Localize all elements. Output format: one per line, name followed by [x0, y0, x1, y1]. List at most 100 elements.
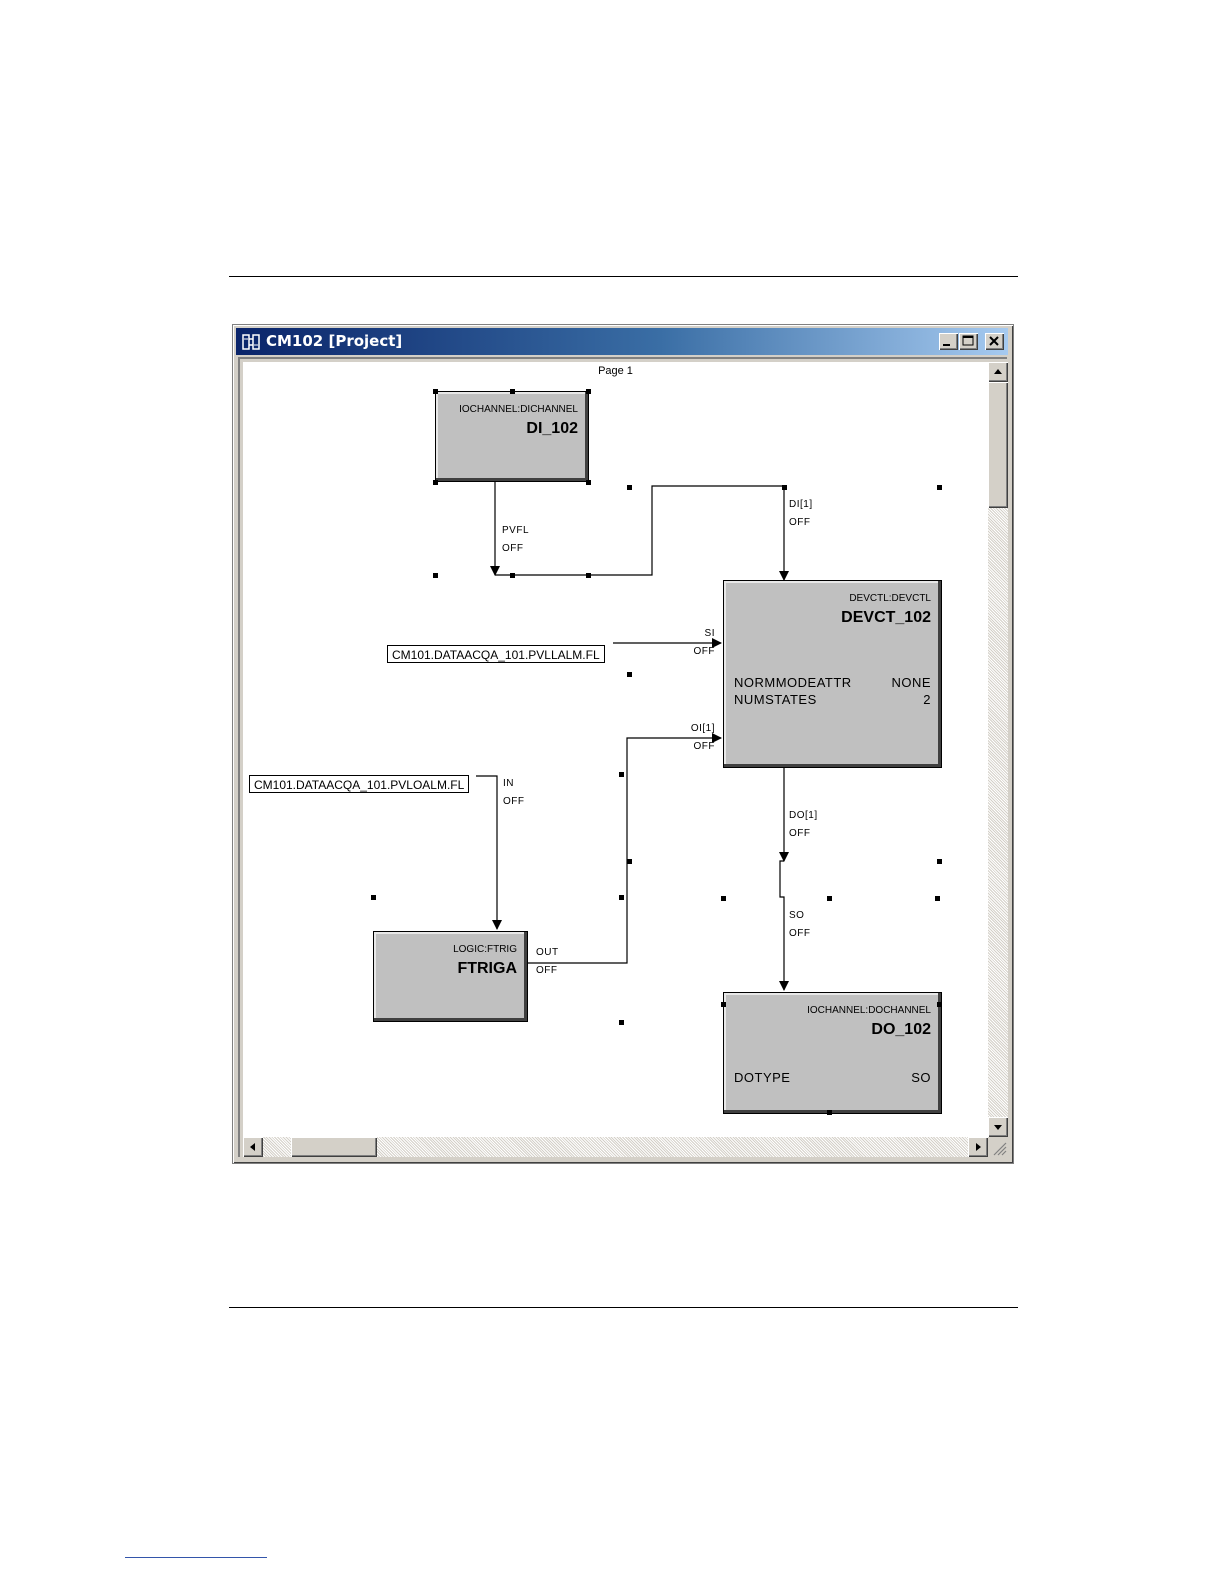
close-icon — [985, 333, 1004, 350]
wire-di1[interactable] — [495, 486, 784, 580]
footnote-rule — [125, 1557, 267, 1558]
pin-in[interactable]: IN OFF — [503, 775, 525, 811]
maximize-icon — [959, 333, 978, 350]
pin-name: OI[1] — [673, 720, 715, 738]
param-value: SO — [911, 1070, 931, 1085]
block-devct-102[interactable]: DEVCTL:DEVCTL DEVCT_102 NORMMODEATTR NON… — [723, 580, 942, 768]
param-key: NUMSTATES — [734, 692, 817, 707]
scroll-down-button[interactable] — [988, 1117, 1008, 1137]
arrow-down-icon — [988, 1117, 1008, 1137]
block-type: DEVCTL:DEVCTL — [849, 593, 931, 604]
pin-name: SI — [683, 625, 715, 643]
selection-handle[interactable] — [371, 895, 376, 900]
arrow-left-icon — [243, 1137, 263, 1157]
pin-name: DI[1] — [789, 496, 813, 514]
block-type: LOGIC:FTRIG — [453, 944, 517, 955]
selection-handle[interactable] — [433, 573, 438, 578]
selection-handle[interactable] — [510, 389, 515, 394]
vertical-scrollbar[interactable] — [988, 362, 1008, 1137]
block-ftriga[interactable]: LOGIC:FTRIG FTRIGA — [373, 931, 528, 1022]
horizontal-scrollbar[interactable] — [243, 1137, 988, 1157]
chart-app-icon — [242, 333, 262, 351]
selection-handle[interactable] — [433, 480, 438, 485]
scroll-up-button[interactable] — [988, 362, 1008, 382]
window-title: CM102 [Project] — [266, 332, 402, 350]
selection-handle[interactable] — [937, 859, 942, 864]
pin-name: SO — [789, 907, 811, 925]
selection-handle[interactable] — [586, 480, 591, 485]
selection-handle[interactable] — [937, 1002, 942, 1007]
selection-handle[interactable] — [627, 485, 632, 490]
reference-pvloalm[interactable]: CM101.DATAACQA_101.PVLOALM.FL — [249, 775, 469, 793]
selection-handle[interactable] — [827, 1110, 832, 1115]
vertical-scroll-thumb[interactable] — [988, 382, 1008, 508]
selection-handle[interactable] — [627, 672, 632, 677]
pin-state: OFF — [683, 643, 715, 661]
footer-rule — [229, 1307, 1018, 1308]
pin-oi1[interactable]: OI[1] OFF — [673, 720, 715, 756]
scroll-right-button[interactable] — [968, 1137, 988, 1157]
selection-handle[interactable] — [721, 1002, 726, 1007]
selection-handle[interactable] — [937, 485, 942, 490]
close-button[interactable] — [985, 333, 1004, 350]
pin-out[interactable]: OUT OFF — [536, 944, 559, 980]
maximize-button[interactable] — [959, 333, 978, 350]
wire-so[interactable] — [780, 861, 784, 990]
block-name: DEVCT_102 — [841, 609, 931, 627]
selection-handle[interactable] — [510, 573, 515, 578]
selection-handle[interactable] — [586, 573, 591, 578]
pin-so[interactable]: SO OFF — [789, 907, 811, 943]
selection-handle[interactable] — [935, 896, 940, 901]
block-name: DI_102 — [526, 420, 578, 438]
pin-state: OFF — [789, 925, 811, 943]
block-type: IOCHANNEL:DICHANNEL — [459, 404, 578, 415]
block-name: DO_102 — [871, 1021, 931, 1039]
header-rule — [229, 276, 1018, 277]
arrow-right-icon — [968, 1137, 988, 1157]
reference-pvllalm[interactable]: CM101.DATAACQA_101.PVLLALM.FL — [387, 645, 605, 663]
pin-state: OFF — [502, 540, 529, 558]
param-value: 2 — [923, 692, 931, 707]
pin-state: OFF — [673, 738, 715, 756]
pin-state: OFF — [789, 514, 813, 532]
control-module-window[interactable]: CM102 [Project] Page 1 — [232, 324, 1014, 1164]
block-name: FTRIGA — [457, 960, 517, 978]
selection-handle[interactable] — [586, 389, 591, 394]
selection-handle[interactable] — [433, 389, 438, 394]
pin-do1[interactable]: DO[1] OFF — [789, 807, 818, 843]
pin-name: DO[1] — [789, 807, 818, 825]
param-key: DOTYPE — [734, 1070, 790, 1085]
selection-handle[interactable] — [627, 859, 632, 864]
scroll-left-button[interactable] — [243, 1137, 263, 1157]
pin-name: PVFL — [502, 522, 529, 540]
resize-grip[interactable] — [988, 1137, 1008, 1157]
param-key: NORMMODEATTR — [734, 675, 852, 690]
wire-in[interactable] — [476, 776, 497, 929]
pin-state: OFF — [536, 962, 559, 980]
pin-di1[interactable]: DI[1] OFF — [789, 496, 813, 532]
selection-handle[interactable] — [827, 896, 832, 901]
selection-handle[interactable] — [619, 772, 624, 777]
block-type: IOCHANNEL:DOCHANNEL — [807, 1005, 931, 1016]
wire-oi1[interactable] — [527, 738, 721, 963]
block-di-102[interactable]: IOCHANNEL:DICHANNEL DI_102 — [435, 391, 589, 482]
selection-handle[interactable] — [782, 485, 787, 490]
selection-handle[interactable] — [619, 895, 624, 900]
pin-name: IN — [503, 775, 525, 793]
block-do-102[interactable]: IOCHANNEL:DOCHANNEL DO_102 DOTYPE SO — [723, 992, 942, 1114]
minimize-button[interactable] — [939, 333, 958, 350]
horizontal-scroll-thumb[interactable] — [291, 1137, 377, 1157]
chart-client-area: Page 1 IOCHANN — [238, 357, 1007, 1157]
function-block-canvas[interactable]: Page 1 IOCHANN — [243, 362, 988, 1137]
selection-handle[interactable] — [721, 896, 726, 901]
pin-pvfl[interactable]: PVFL OFF — [502, 522, 529, 558]
minimize-icon — [939, 333, 958, 350]
arrow-up-icon — [988, 362, 1008, 382]
title-bar[interactable]: CM102 [Project] — [236, 328, 1008, 355]
pin-si[interactable]: SI OFF — [683, 625, 715, 661]
resize-grip-icon — [988, 1137, 1008, 1157]
param-value: NONE — [891, 675, 931, 690]
pin-state: OFF — [789, 825, 818, 843]
pin-name: OUT — [536, 944, 559, 962]
selection-handle[interactable] — [619, 1020, 624, 1025]
